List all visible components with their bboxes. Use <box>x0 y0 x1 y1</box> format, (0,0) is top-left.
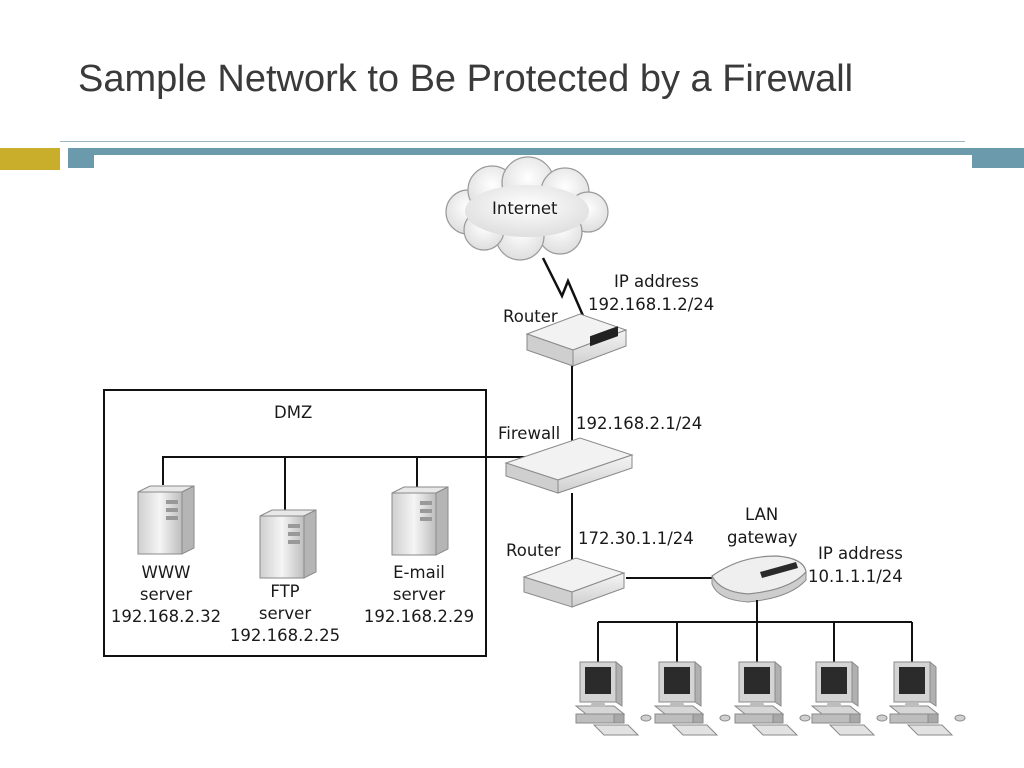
server-tower-icon <box>259 509 317 579</box>
lan-gateway-label-line1: LAN <box>745 505 778 524</box>
email-server-ip: 192.168.2.29 <box>364 607 474 626</box>
router-bottom-label: Router <box>506 541 561 560</box>
email-server-name: E-mail <box>393 563 445 582</box>
lan-gateway-ip: 10.1.1.1/24 <box>808 567 903 586</box>
accent-block-blue-right <box>972 148 1024 168</box>
firewall-ip: 192.168.2.1/24 <box>576 414 702 433</box>
lan-gateway-label-line2: gateway <box>727 528 798 547</box>
accent-block-gold <box>0 148 60 170</box>
www-server-name: WWW <box>142 563 191 582</box>
router-top-label: Router <box>503 307 558 326</box>
router-bottom-icon <box>522 557 626 608</box>
router-top-ip: 192.168.1.2/24 <box>588 295 714 314</box>
firewall-icon <box>504 437 634 494</box>
dmz-label: DMZ <box>274 403 312 422</box>
lan-gateway-icon <box>711 555 807 603</box>
ftp-server-name: FTP <box>270 582 299 601</box>
www-server-type: server <box>140 585 192 604</box>
ftp-server-type: server <box>259 604 311 623</box>
workstation-icon <box>733 660 811 736</box>
email-server-type: server <box>393 585 445 604</box>
internet-cloud-icon <box>445 156 609 261</box>
title-divider-line <box>60 141 965 142</box>
www-server-ip: 192.168.2.32 <box>111 607 221 626</box>
slide-title: Sample Network to Be Protected by a Fire… <box>78 58 854 100</box>
server-tower-icon <box>391 486 449 556</box>
server-tower-icon <box>137 485 195 555</box>
workstation-icon <box>888 660 966 736</box>
router-top-ip-title: IP address <box>614 272 699 291</box>
dmz-zone-box <box>103 389 487 657</box>
firewall-label: Firewall <box>498 424 560 443</box>
router-bottom-ip: 172.30.1.1/24 <box>578 529 694 548</box>
accent-block-blue-left <box>68 148 94 168</box>
workstation-icon <box>810 660 888 736</box>
internet-label: Internet <box>492 199 558 218</box>
ftp-server-ip: 192.168.2.25 <box>230 626 340 645</box>
dmz-bus-line <box>162 456 556 485</box>
lan-gateway-ip-title: IP address <box>818 544 903 563</box>
wan-link-lightning <box>541 257 586 319</box>
workstation-icon <box>574 660 652 736</box>
accent-bar-blue <box>94 148 972 155</box>
workstation-icon <box>653 660 731 736</box>
